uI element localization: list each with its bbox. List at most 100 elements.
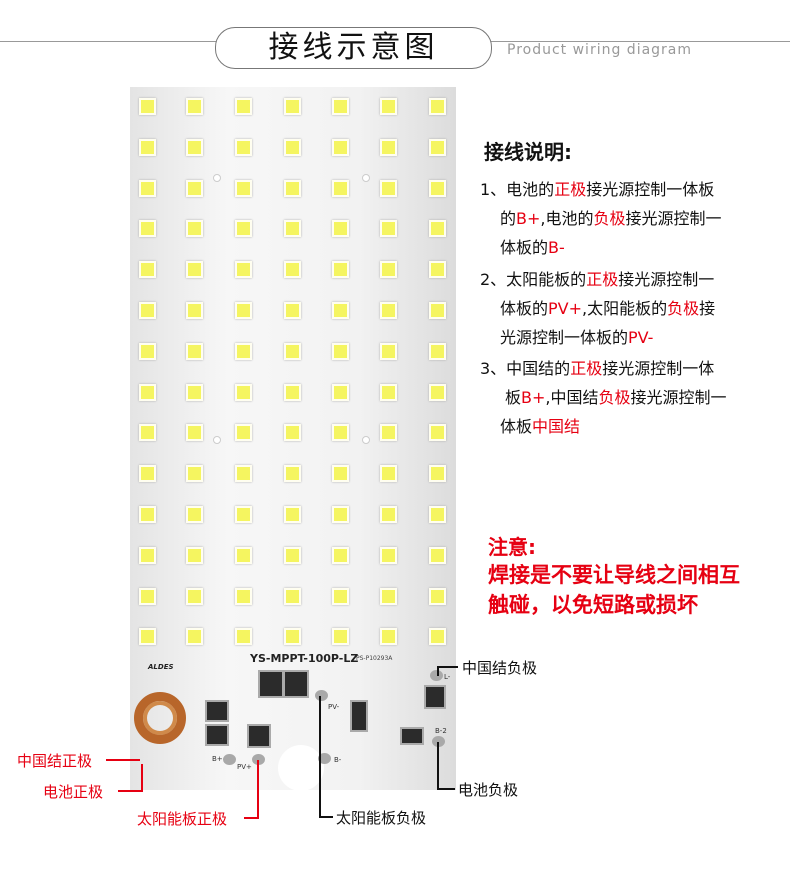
led bbox=[380, 628, 397, 646]
led bbox=[284, 179, 301, 197]
led bbox=[139, 628, 156, 646]
pad-label-b-plus: B+ bbox=[212, 755, 223, 763]
callout-solar-negative: 太阳能板负极 bbox=[336, 809, 427, 827]
callout-battery-positive: 电池正极 bbox=[43, 783, 104, 801]
led bbox=[332, 220, 349, 238]
led bbox=[235, 220, 252, 238]
led bbox=[380, 465, 397, 483]
highlight-text: 正极 bbox=[586, 270, 619, 289]
led bbox=[380, 179, 397, 197]
led bbox=[380, 261, 397, 279]
instruction-line: 体板的B- bbox=[500, 234, 565, 262]
highlight-text: 中国结 bbox=[532, 417, 581, 436]
highlight-text: PV- bbox=[628, 328, 654, 347]
led bbox=[380, 546, 397, 564]
led bbox=[284, 546, 301, 564]
led bbox=[332, 138, 349, 156]
instruction-text: 体板的 bbox=[500, 238, 549, 257]
instruction-text: 体板 bbox=[500, 417, 533, 436]
led bbox=[332, 261, 349, 279]
highlight-text: 负极 bbox=[593, 209, 626, 228]
mosfet-chip bbox=[247, 724, 271, 748]
mosfet-chip bbox=[258, 670, 284, 698]
instruction-text: 接光源控制一体 bbox=[602, 359, 715, 378]
note-line: 触碰，以免短路或损坏 bbox=[488, 593, 698, 617]
led bbox=[380, 342, 397, 360]
inductor-coil bbox=[134, 692, 186, 744]
led bbox=[139, 179, 156, 197]
led bbox=[284, 587, 301, 605]
led bbox=[186, 383, 203, 401]
instruction-text: 体板的 bbox=[500, 299, 549, 318]
pad-b2 bbox=[432, 736, 445, 747]
highlight-text: 负极 bbox=[598, 388, 631, 407]
page-subtitle: Product wiring diagram bbox=[507, 42, 693, 58]
led bbox=[332, 342, 349, 360]
led bbox=[186, 628, 203, 646]
led bbox=[235, 383, 252, 401]
led bbox=[186, 587, 203, 605]
led bbox=[429, 179, 446, 197]
instruction-line: 3、中国结的正极接光源控制一体 bbox=[480, 355, 714, 383]
led bbox=[429, 98, 446, 115]
callout-knot-positive: 中国结正极 bbox=[17, 752, 93, 770]
led bbox=[235, 465, 252, 483]
led bbox=[139, 261, 156, 279]
led bbox=[235, 342, 252, 360]
led bbox=[332, 546, 349, 564]
led bbox=[284, 424, 301, 442]
led bbox=[186, 546, 203, 564]
led bbox=[235, 546, 252, 564]
led bbox=[186, 342, 203, 360]
instructions-title: 接线说明: bbox=[484, 140, 572, 164]
instruction-text: 3、中国结的 bbox=[480, 359, 571, 378]
instruction-text: ,中国结 bbox=[545, 388, 599, 407]
led bbox=[235, 424, 252, 442]
instruction-line: 体板的PV+,太阳能板的负极接 bbox=[500, 295, 715, 323]
mounting-hole bbox=[213, 436, 221, 444]
led bbox=[380, 506, 397, 523]
instruction-text: 接光源控制一 bbox=[618, 270, 715, 289]
led bbox=[332, 98, 349, 115]
instruction-text: 的 bbox=[500, 209, 517, 228]
led bbox=[284, 628, 301, 646]
led bbox=[235, 261, 252, 279]
callout-battery-negative: 电池负极 bbox=[458, 781, 519, 799]
led bbox=[235, 179, 252, 197]
instruction-text: 接光源控制一 bbox=[630, 388, 727, 407]
pad-b-minus bbox=[318, 753, 331, 764]
pad-label-b-minus: B- bbox=[334, 756, 342, 764]
instruction-text: 接光源控制一体板 bbox=[586, 180, 715, 199]
led bbox=[429, 628, 446, 646]
page-title: 接线示意图 bbox=[215, 27, 492, 69]
led bbox=[429, 383, 446, 401]
led bbox=[429, 342, 446, 360]
led bbox=[186, 424, 203, 442]
led bbox=[284, 261, 301, 279]
led bbox=[139, 302, 156, 319]
highlight-text: 负极 bbox=[667, 299, 700, 318]
led bbox=[139, 424, 156, 442]
led bbox=[380, 587, 397, 605]
highlight-text: PV+ bbox=[548, 299, 583, 318]
led bbox=[332, 302, 349, 319]
line-battery-negative bbox=[437, 742, 455, 790]
led bbox=[284, 465, 301, 483]
led bbox=[429, 424, 446, 442]
instruction-line: 1、电池的正极接光源控制一体板 bbox=[480, 176, 714, 204]
instruction-text: 2、太阳能板的 bbox=[480, 270, 587, 289]
board-model: YS-MPPT-100P-LZ bbox=[250, 652, 359, 665]
instruction-text: 板 bbox=[505, 388, 522, 407]
led bbox=[284, 383, 301, 401]
line-knot-negative bbox=[437, 666, 458, 676]
highlight-text: B- bbox=[548, 238, 565, 257]
led bbox=[332, 465, 349, 483]
led bbox=[429, 302, 446, 319]
led bbox=[380, 98, 397, 115]
led bbox=[235, 628, 252, 646]
led bbox=[139, 138, 156, 156]
regulator-chip bbox=[400, 727, 424, 745]
instruction-line: 光源控制一体板的PV- bbox=[500, 324, 653, 352]
mounting-hole bbox=[213, 174, 221, 182]
